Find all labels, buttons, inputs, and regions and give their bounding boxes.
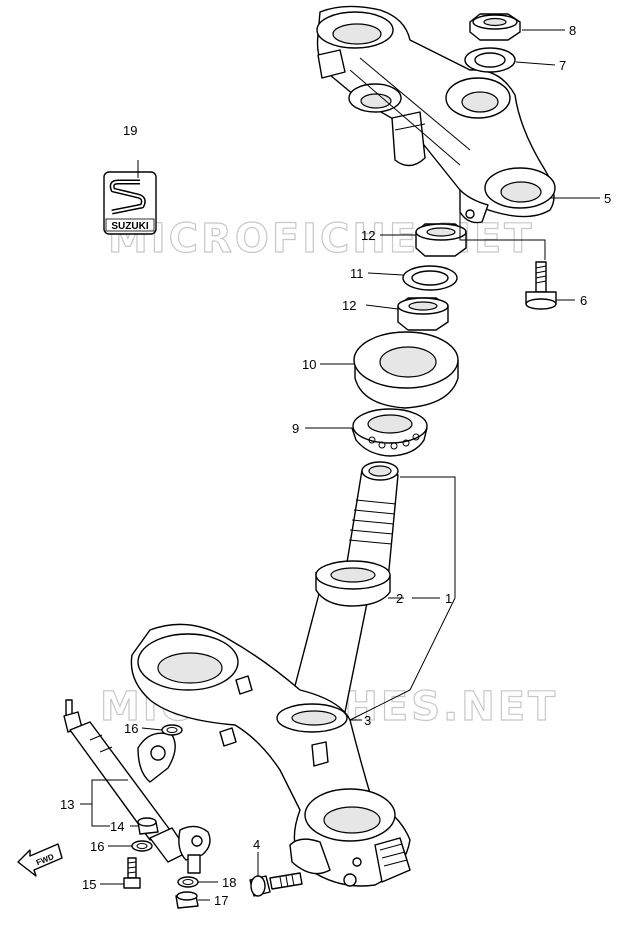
callout-13: 13 <box>60 797 74 812</box>
callout-7: 7 <box>559 58 566 73</box>
bolt-15 <box>123 857 141 889</box>
callout-5: 5 <box>604 191 611 206</box>
callout-15: 15 <box>82 877 96 892</box>
callout-18: 18 <box>222 875 236 890</box>
leader-lines <box>80 29 600 901</box>
callout-6: 6 <box>580 293 587 308</box>
callout-16-lower: 16 <box>90 839 104 854</box>
washer-18 <box>177 876 199 888</box>
callout-2: 2 <box>396 591 403 606</box>
callout-1: 1 <box>445 591 452 606</box>
callout-19: 19 <box>123 123 137 138</box>
washer-16-upper <box>161 724 183 736</box>
callout-4: 4 <box>253 837 260 852</box>
callout-3: 3 <box>364 713 371 728</box>
callout-numbers: 8 7 5 6 12 11 12 10 9 1 2 3 19 16 13 14 … <box>60 23 611 908</box>
callout-17: 17 <box>214 893 228 908</box>
steering-stem <box>289 461 399 713</box>
callout-14: 14 <box>110 819 124 834</box>
callout-12-lower: 12 <box>342 298 356 313</box>
washer-16-lower <box>131 840 153 852</box>
lock-nut-upper <box>415 223 467 257</box>
dust-seal <box>353 331 459 409</box>
suzuki-emblem: SUZUKI <box>103 171 157 235</box>
lower-bracket <box>130 623 411 887</box>
nut-14 <box>137 817 159 835</box>
upper-bracket <box>316 5 556 224</box>
stem-nut <box>469 13 521 41</box>
callout-16-upper: 16 <box>124 721 138 736</box>
nut-17 <box>175 891 199 909</box>
watermark-top: MICROFICHE.NET <box>108 216 535 262</box>
suzuki-logo-text: SUZUKI <box>111 221 148 232</box>
callout-12-upper: 12 <box>361 228 375 243</box>
steering-bearing <box>351 408 428 457</box>
callout-9: 9 <box>292 421 299 436</box>
washer <box>464 47 516 73</box>
callout-8: 8 <box>569 23 576 38</box>
clamp-bolt <box>525 261 557 310</box>
lock-washer <box>402 265 458 291</box>
lock-nut-lower <box>397 297 449 331</box>
fwd-arrow-icon: FWD <box>17 843 63 877</box>
callout-11: 11 <box>350 266 364 281</box>
steering-damper <box>63 699 211 874</box>
bracket-bolt <box>249 872 303 897</box>
callout-10: 10 <box>302 357 316 372</box>
